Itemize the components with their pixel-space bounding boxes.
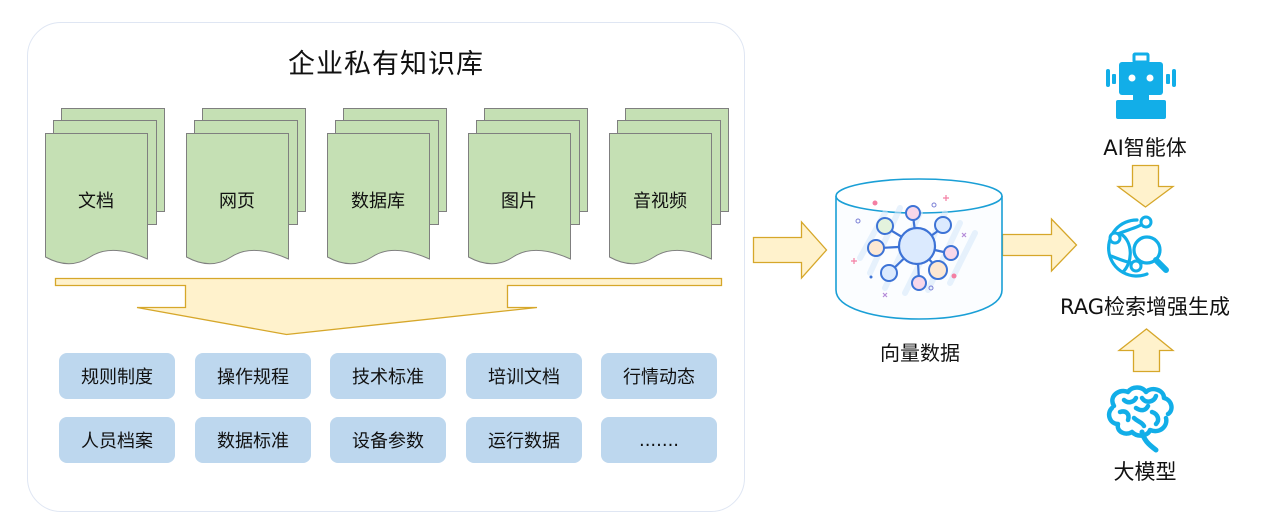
up-arrow-icon bbox=[1117, 328, 1175, 373]
category-tag: 培训文档 bbox=[466, 353, 582, 399]
llm-label: 大模型 bbox=[1113, 460, 1177, 484]
document-stack-icon bbox=[327, 108, 447, 265]
document-stack-icon bbox=[45, 108, 165, 265]
source-doc-stack: 文档 bbox=[45, 107, 165, 265]
source-av-stack: 音视频 bbox=[609, 107, 729, 265]
category-tag: 人员档案 bbox=[59, 417, 175, 463]
source-web-stack: 网页 bbox=[186, 107, 306, 265]
category-tag: 技术标准 bbox=[330, 353, 446, 399]
source-label: 文档 bbox=[78, 191, 114, 212]
category-tag: 运行数据 bbox=[466, 417, 582, 463]
source-label: 数据库 bbox=[351, 191, 405, 212]
category-tag-more: ....... bbox=[601, 417, 717, 463]
category-tag: 数据标准 bbox=[195, 417, 311, 463]
category-tag: 设备参数 bbox=[330, 417, 446, 463]
source-label: 图片 bbox=[501, 191, 537, 212]
document-stack-icon bbox=[609, 108, 729, 265]
source-label: 音视频 bbox=[633, 191, 687, 212]
source-image-stack: 图片 bbox=[468, 107, 588, 265]
globe-search-icon bbox=[1107, 215, 1169, 278]
right-arrow-icon bbox=[752, 220, 828, 280]
agent-label: AI智能体 bbox=[1103, 136, 1187, 160]
knowledge-base-title: 企业私有知识库 bbox=[288, 49, 484, 80]
rag-label: RAG检索增强生成 bbox=[1059, 295, 1230, 319]
down-arrow-icon bbox=[1116, 164, 1175, 208]
brain-icon bbox=[1106, 385, 1174, 453]
document-stack-icon bbox=[186, 108, 306, 265]
source-database-stack: 数据库 bbox=[327, 107, 447, 265]
vector-store-label: 向量数据 bbox=[880, 341, 960, 365]
document-stack-icon bbox=[468, 108, 588, 265]
category-tag: 操作规程 bbox=[195, 353, 311, 399]
category-tag: 规则制度 bbox=[59, 353, 175, 399]
robot-icon bbox=[1106, 52, 1176, 119]
right-arrow-icon bbox=[1001, 217, 1078, 273]
category-tag: 行情动态 bbox=[601, 353, 717, 399]
vector-database-icon bbox=[835, 178, 1003, 320]
source-label: 网页 bbox=[219, 191, 255, 212]
